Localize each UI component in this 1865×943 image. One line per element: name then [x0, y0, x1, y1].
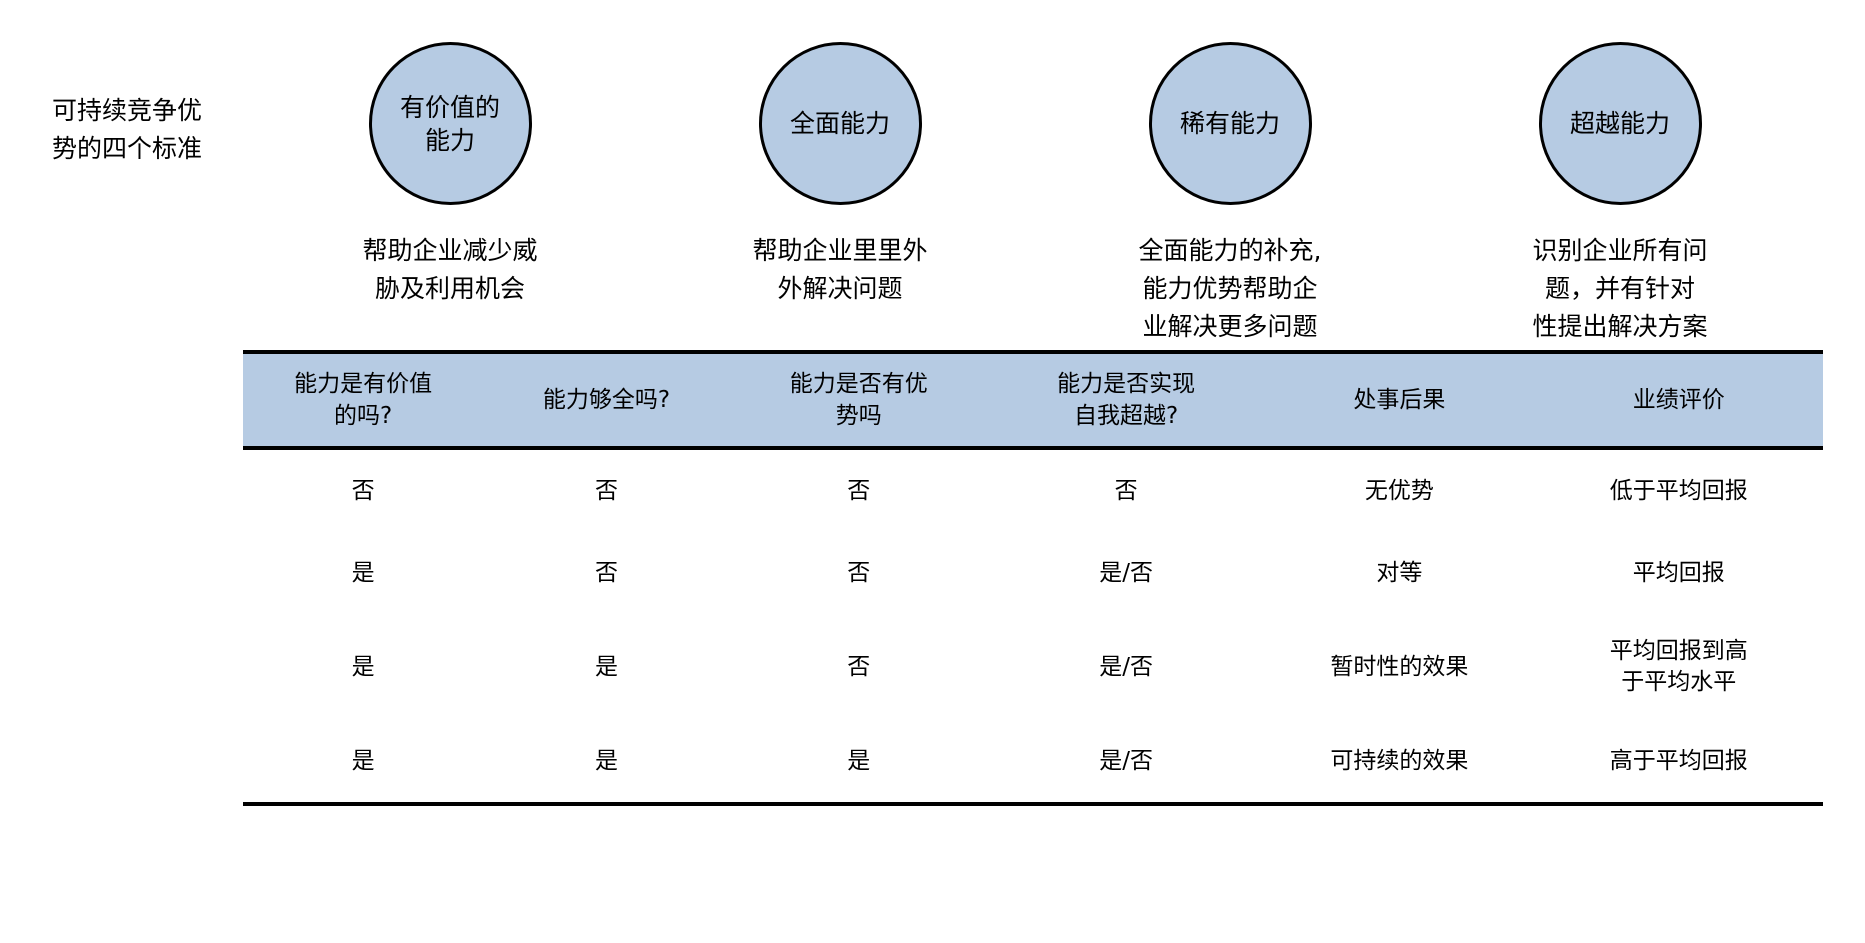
criteria-description-3: 全面能力的补充, 能力优势帮助企 业解决更多问题: [1138, 236, 1322, 341]
table-header-row: 能力是有价值 的吗? 能力够全吗? 能力是否有优 势吗 能力是否实现 自我超越?…: [243, 352, 1823, 448]
outcomes-table-wrapper: 能力是有价值 的吗? 能力够全吗? 能力是否有优 势吗 能力是否实现 自我超越?…: [243, 350, 1823, 806]
criteria-circles-row: 有价值的 能力 全面能力 稀有能力 超越能力: [255, 42, 1815, 212]
table-cell: 低于平均回报: [1609, 477, 1748, 504]
diagram-title-caption: 可持续竞争优 势的四个标准: [52, 96, 203, 163]
criteria-circle-comprehensive: 全面能力: [758, 42, 922, 205]
table-cell: 是: [351, 747, 375, 774]
table-header-cell-2: 能力够全吗?: [542, 387, 671, 413]
table-header-cell-6: 业绩评价: [1632, 387, 1725, 413]
table-row: 否 否 否 否 无优势 低于平均回报: [243, 448, 1823, 532]
table-cell: 是: [351, 653, 375, 680]
criteria-circle-cell-2: 全面能力: [645, 42, 1035, 212]
table-cell: 是: [351, 559, 375, 586]
table-cell: 暂时性的效果: [1330, 653, 1469, 680]
table-cell: 是/否: [1099, 747, 1153, 774]
table-row: 是 是 否 是/否 暂时性的效果 平均回报到高 于平均水平: [243, 614, 1823, 720]
table-cell: 是: [594, 653, 618, 680]
criteria-circle-cell-3: 稀有能力: [1035, 42, 1425, 212]
table-cell: 否: [847, 653, 871, 680]
table-cell: 高于平均回报: [1609, 747, 1748, 774]
table-cell: 是/否: [1099, 653, 1153, 680]
table-cell: 可持续的效果: [1330, 747, 1469, 774]
criteria-circle-cell-1: 有价值的 能力: [255, 42, 645, 212]
table-header-cell-3: 能力是否有优 势吗: [789, 371, 928, 429]
table-header-cell-1: 能力是有价值 的吗?: [294, 371, 433, 429]
criteria-circle-cell-4: 超越能力: [1425, 42, 1815, 212]
table-cell: 无优势: [1364, 477, 1434, 504]
table-cell: 否: [1114, 477, 1138, 504]
table-cell: 对等: [1376, 559, 1423, 586]
table-cell: 平均回报: [1632, 559, 1725, 586]
outcomes-table: 能力是有价值 的吗? 能力够全吗? 能力是否有优 势吗 能力是否实现 自我超越?…: [243, 350, 1823, 806]
table-body: 否 否 否 否 无优势 低于平均回报 是 否 否 是/否 对等 平均回报 是: [243, 448, 1823, 804]
table-cell: 是/否: [1099, 559, 1153, 586]
table-row: 是 否 否 是/否 对等 平均回报: [243, 532, 1823, 614]
table-cell: 是: [594, 747, 618, 774]
criteria-circle-transcendent: 超越能力: [1538, 42, 1702, 205]
criteria-description-4: 识别企业所有问 题，并有针对 性提出解决方案: [1532, 236, 1708, 341]
criteria-circle-valuable: 有价值的 能力: [368, 42, 532, 205]
table-header: 能力是有价值 的吗? 能力够全吗? 能力是否有优 势吗 能力是否实现 自我超越?…: [243, 352, 1823, 448]
criteria-descriptions-row: 帮助企业减少威 胁及利用机会 帮助企业里里外 外解决问题 全面能力的补充, 能力…: [255, 228, 1815, 348]
criteria-circle-rare: 稀有能力: [1148, 42, 1312, 205]
table-cell: 否: [594, 477, 618, 504]
table-cell: 否: [847, 559, 871, 586]
table-row: 是 是 是 是/否 可持续的效果 高于平均回报: [243, 720, 1823, 804]
table-cell: 平均回报到高 于平均水平: [1609, 638, 1748, 695]
table-header-cell-5: 处事后果: [1353, 387, 1446, 413]
table-cell: 否: [594, 559, 618, 586]
criteria-description-1: 帮助企业减少威 胁及利用机会: [362, 236, 538, 303]
table-cell: 否: [351, 477, 375, 504]
table-header-cell-4: 能力是否实现 自我超越?: [1057, 371, 1196, 429]
table-cell: 是: [847, 747, 871, 774]
criteria-description-2: 帮助企业里里外 外解决问题: [752, 236, 928, 303]
table-cell: 否: [847, 477, 871, 504]
